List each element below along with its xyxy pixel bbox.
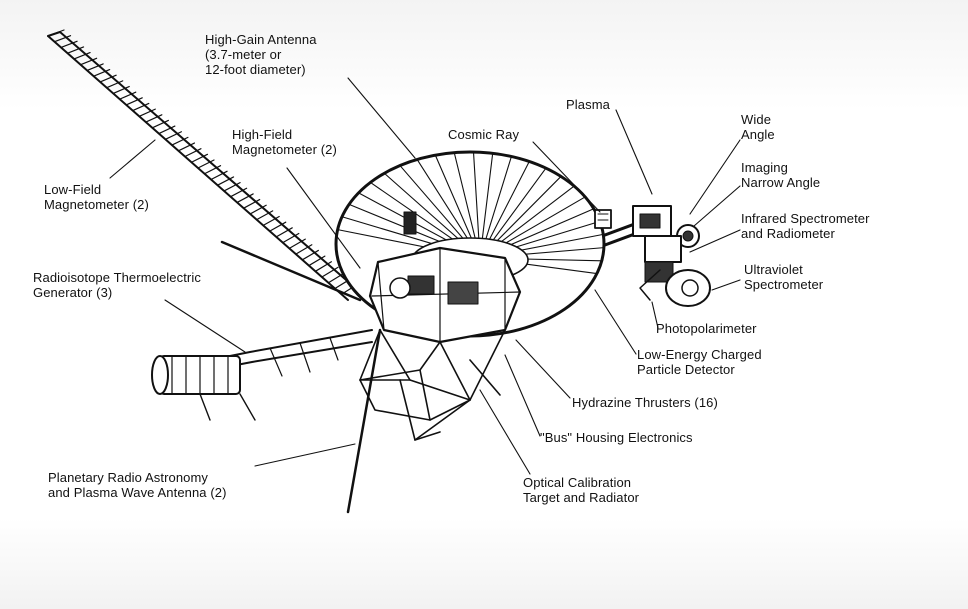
label-bus-housing: "Bus" Housing Electronics [540,430,693,445]
label-planetary-radio: Planetary Radio Astronomy and Plasma Wav… [48,470,227,500]
magnetometer-boom [47,29,361,301]
label-imaging-narrow-angle: Imaging Narrow Angle [741,160,821,190]
label-cosmic-ray: Cosmic Ray [448,127,520,142]
label-ultraviolet-spectrometer: Ultraviolet Spectrometer [744,262,824,292]
label-optical-calibration: Optical Calibration Target and Radiator [523,475,640,505]
scan-platform [594,205,711,307]
label-infrared-spectrometer: Infrared Spectrometer and Radiometer [741,211,870,241]
label-low-energy-charged-particle: Low-Energy Charged Particle Detector [637,347,762,377]
bus-housing [368,246,522,344]
label-photopolarimeter: Photopolarimeter [656,321,757,336]
label-rtg: Radioisotope Thermoelectric Generator (3… [33,270,201,300]
plasma-wave-antenna [220,240,382,514]
label-high-gain-antenna: High-Gain Antenna (3.7-meter or 12-foot … [205,32,317,77]
bus-truss [359,329,506,441]
label-high-field-magnetometer: High-Field Magnetometer (2) [232,127,337,157]
label-plasma: Plasma [566,97,610,112]
label-low-field-magnetometer: Low-Field Magnetometer (2) [44,182,149,212]
label-wide-angle: Wide Angle [741,112,775,142]
rtg-assembly [151,329,373,421]
leader-lines [109,77,741,475]
label-hydrazine-thrusters: Hydrazine Thrusters (16) [572,395,718,410]
